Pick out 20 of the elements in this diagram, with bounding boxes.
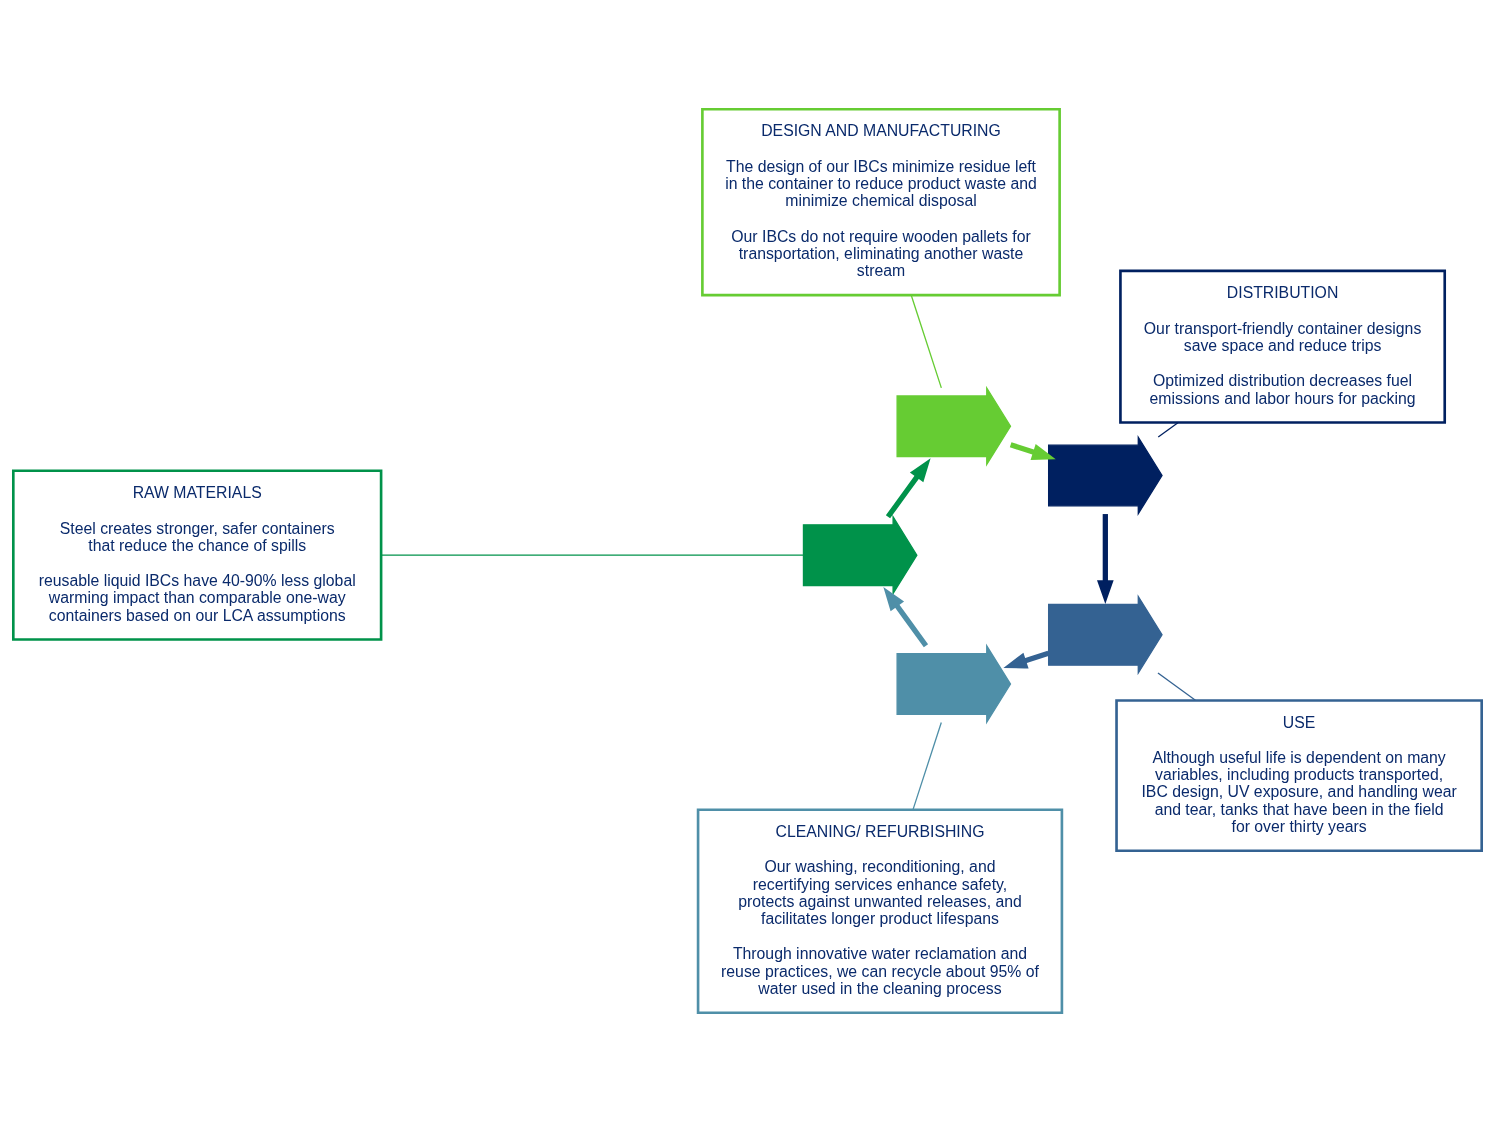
connector (1157, 422, 1179, 438)
connector (1157, 672, 1197, 701)
connector (380, 554, 804, 556)
node-arrow (1048, 434, 1163, 517)
arrow (883, 587, 929, 648)
node-arrow (1048, 594, 1163, 676)
arrow (885, 458, 931, 519)
node-box: DISTRIBUTION Our transport-friendly container designs save space and reduce trips Optimized distribution decreases fuel emissions and labor hours for packing (1119, 269, 1447, 424)
node-arrow (802, 514, 918, 596)
node-arrow (896, 643, 1012, 725)
node-box: CLEANING/ REFURBISHING Our washing, reconditioning, and recertifying services enhance safety, protects against unwanted releases, and facilitates longer product lifespans Through innovative water reclamation and reuse practices, we can recycle about 95% of water used in the cleaning process (696, 808, 1064, 1015)
arrow (1009, 442, 1056, 460)
connector (912, 721, 942, 811)
arrow (1097, 514, 1114, 605)
node-box: RAW MATERIALS Steel creates stronger, safer containers that reduce the chance of spills reusable liquid IBCs have 40-90% less global warming impact than comparable one-way containers based on our LCA assumptions (12, 469, 383, 641)
node-box: DESIGN AND MANUFACTURING The design of our IBCs minimize residue left in the container to reduce product waste and minimize chemical disposal Our IBCs do not require wooden pallets for transportation, eliminating another waste stream (701, 107, 1061, 297)
connector (910, 294, 942, 389)
arrow (1003, 650, 1050, 669)
node-arrow (896, 385, 1012, 467)
node-box: USE Although useful life is dependent on many variables, including products transported, IBC design, UV exposure, and handling wear and tear, tanks that have been in the field for over thirty years (1115, 699, 1483, 853)
